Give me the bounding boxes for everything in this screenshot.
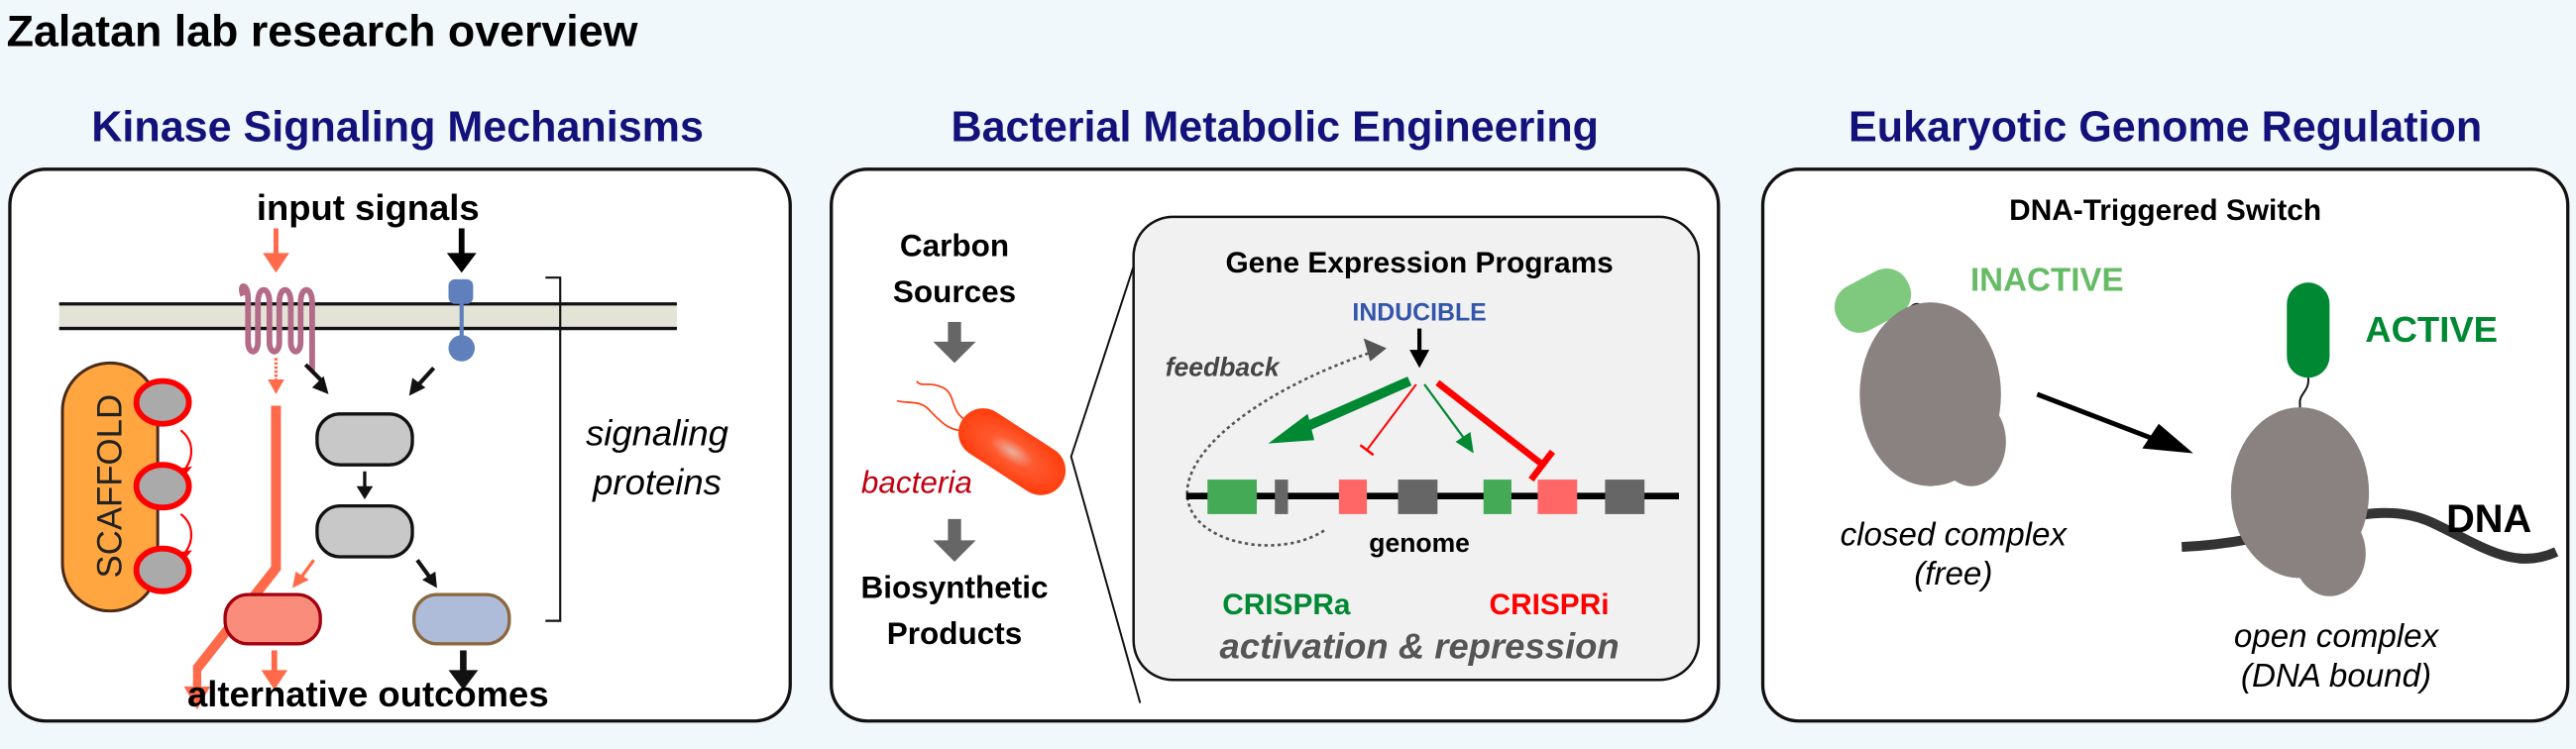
inactive-label: INACTIVE — [1970, 262, 2124, 298]
feedback-label: feedback — [1166, 353, 1281, 382]
weak-activation-arrow-icon — [1423, 383, 1474, 454]
scaffold-curved-arrow-icon — [179, 429, 192, 470]
cascade-arrow-icon — [356, 471, 374, 499]
kinase-node-salmon — [223, 592, 322, 646]
cell-membrane — [58, 302, 677, 331]
gpcr-receptor-icon — [239, 283, 315, 372]
gene-neutral — [1398, 480, 1438, 514]
zoom-connector-lines — [1069, 246, 1142, 703]
inducible-arrow-icon — [1409, 328, 1430, 369]
alternative-outcomes-label: alternative outcomes — [187, 674, 549, 714]
scaffold-kinase-2 — [133, 462, 192, 511]
scaffold: SCAFFOLD — [60, 361, 192, 613]
switch-title: DNA-Triggered Switch — [2009, 194, 2321, 227]
black-outcome-arrow-icon — [448, 650, 479, 691]
down-arrow-icon — [933, 518, 976, 562]
gene-neutral — [1275, 480, 1288, 514]
section-title-eukaryotic: Eukaryotic Genome Regulation — [1848, 104, 2482, 152]
open-complex-label-1: open complex — [2234, 618, 2440, 655]
transition-arrow-icon — [2036, 391, 2193, 454]
biosynthetic-products-label-1: Biosynthetic — [861, 569, 1049, 604]
bacterial-panel: Carbon Sources bacteria Biosynthetic Pro… — [830, 167, 1721, 723]
input-signals-label: input signals — [257, 187, 480, 228]
scaffold-label: SCAFFOLD — [91, 394, 130, 579]
open-complex-label-2: (DNA bound) — [2241, 658, 2431, 695]
strong-activation-arrow-icon — [1268, 376, 1412, 444]
blue-receptor-to-kinase-arrow-icon — [408, 366, 436, 396]
carbon-sources-label-2: Sources — [893, 273, 1016, 309]
gene-repressed — [1537, 480, 1578, 514]
eukaryotic-panel: DNA-Triggered Switch INACTIVE ACTIVE DNA… — [1760, 167, 2570, 723]
scaffold-curved-arrow-icon — [179, 513, 192, 553]
kinase-node-blue — [412, 592, 511, 646]
scaffold-kinase-1 — [133, 377, 192, 427]
section-title-kinase: Kinase Signaling Mechanisms — [91, 104, 704, 152]
kinase-panel: input signals — [8, 167, 792, 723]
feedback-arc-icon — [1185, 350, 1375, 547]
kinase-node-2 — [315, 503, 414, 559]
salmon-input-arrow-icon — [263, 228, 289, 273]
closed-complex-label-2: (free) — [1914, 556, 1992, 592]
genome-track — [1185, 480, 1679, 514]
scaffold-kinase-3 — [133, 545, 192, 594]
receptor-to-kinase-arrow-icon — [303, 363, 329, 394]
carbon-sources-label-1: Carbon — [900, 228, 1009, 264]
page-title: Zalatan lab research overview — [7, 6, 638, 55]
black-branch-arrow-icon — [415, 559, 437, 588]
weak-repression-arrow-icon — [1359, 383, 1417, 457]
dna-label: DNA — [2446, 497, 2531, 541]
inducible-label: INDUCIBLE — [1352, 298, 1486, 326]
gene-expression-inset: Gene Expression Programs INDUCIBLE feedb… — [1132, 215, 1701, 682]
single-pass-receptor-icon — [448, 278, 476, 362]
strong-repression-arrow-icon — [1435, 379, 1555, 482]
dashed-salmon-arrow-icon — [268, 358, 284, 394]
crispra-label: CRISPRa — [1222, 588, 1351, 621]
gene-activated — [1207, 480, 1258, 514]
signaling-proteins-bracket — [545, 276, 562, 622]
bacterium-icon — [896, 380, 1066, 495]
inset-title: Gene Expression Programs — [1225, 247, 1613, 279]
signaling-proteins-label-2: proteins — [592, 462, 722, 502]
kinase-node-1 — [315, 412, 414, 467]
salmon-branch-arrow-icon — [292, 559, 315, 588]
gene-repressed — [1338, 480, 1368, 514]
closed-complex-label-1: closed complex — [1841, 516, 2069, 553]
feedback-arrowhead-icon — [1363, 338, 1387, 362]
gene-neutral — [1605, 480, 1645, 514]
section-title-bacterial: Bacterial Metabolic Engineering — [951, 104, 1599, 152]
down-arrow-icon — [933, 321, 976, 364]
gene-activated — [1483, 480, 1512, 514]
inset-frame — [1132, 215, 1701, 682]
bacteria-label: bacteria — [861, 464, 972, 499]
genome-label: genome — [1369, 528, 1470, 558]
activation-repression-caption: activation & repression — [1220, 626, 1620, 667]
salmon-bypass-pathway-icon — [183, 405, 281, 710]
signaling-proteins-label-1: signaling — [586, 412, 728, 453]
salmon-outcome-arrow-icon — [261, 650, 288, 691]
closed-complex-icon — [1834, 268, 2006, 486]
open-complex-icon — [2181, 282, 2559, 596]
crispri-label: CRISPRi — [1490, 588, 1610, 621]
active-label: ACTIVE — [2365, 309, 2498, 350]
black-input-arrow-icon — [446, 228, 477, 273]
biosynthetic-products-label-2: Products — [887, 615, 1022, 651]
